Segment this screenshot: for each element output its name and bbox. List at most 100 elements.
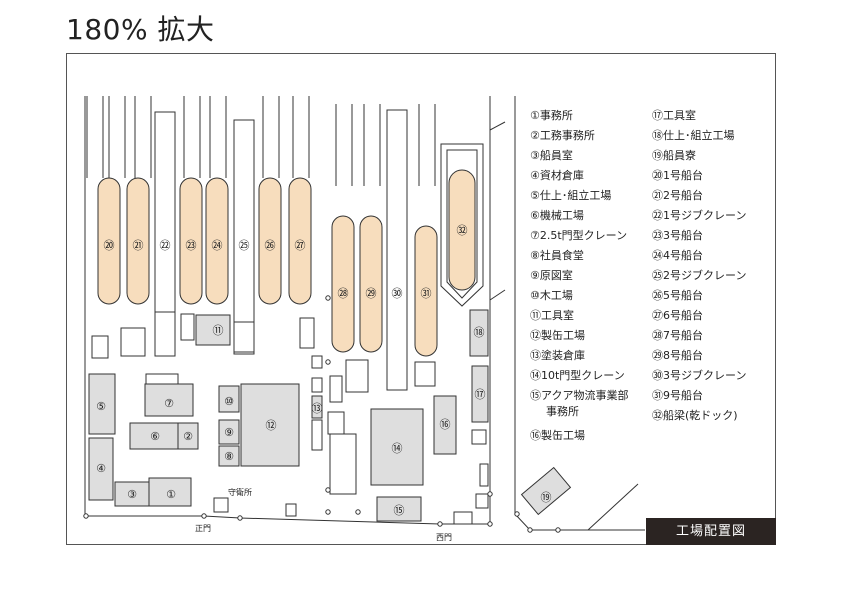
map-marker: ⑳ xyxy=(104,239,115,252)
post-dot xyxy=(555,527,561,533)
legend-item: ⑫製缶工場 xyxy=(530,329,585,342)
slipway-5 xyxy=(258,177,282,305)
legend-item: ②工務事務所 xyxy=(530,129,595,142)
post-dot xyxy=(325,359,331,365)
map-marker: ⑯ xyxy=(440,418,451,431)
building-14 xyxy=(370,408,424,486)
building-16 xyxy=(433,395,457,455)
map-marker: ㉙ xyxy=(366,287,377,300)
map-marker: ⑩ xyxy=(224,395,234,408)
main-gate-label: 正門 xyxy=(195,524,211,533)
legend-item: ⑦2.5t門型クレーン xyxy=(530,229,628,242)
map-marker: ㉘ xyxy=(338,287,349,300)
slipway-8 xyxy=(359,215,383,353)
post-dot xyxy=(325,487,331,493)
map-marker: ⑨ xyxy=(224,426,234,439)
post-dot xyxy=(487,521,493,527)
map-marker: ⑫ xyxy=(266,419,277,432)
map-marker: ① xyxy=(166,488,176,501)
legend-item: ⑭10t門型クレーン xyxy=(530,369,625,382)
map-marker: ㉔ xyxy=(212,239,223,252)
post-dot xyxy=(237,515,243,521)
legend-item: ⑥機械工場 xyxy=(530,209,584,222)
small-structure xyxy=(180,313,195,341)
post-dot xyxy=(201,513,207,519)
building-18 xyxy=(469,309,489,357)
dry-dock-ship xyxy=(448,169,476,291)
map-frame xyxy=(66,53,776,545)
crane-rails xyxy=(86,96,436,186)
legend-item: ㉜船梁(乾ドック) xyxy=(652,409,738,422)
map-marker: ④ xyxy=(96,462,106,475)
map-marker: ⑤ xyxy=(96,400,106,413)
small-structure xyxy=(145,373,179,385)
legend-item: ⑪工具室 xyxy=(530,309,574,322)
map-marker: ⑪ xyxy=(213,324,224,337)
small-structure xyxy=(453,511,473,525)
small-structure xyxy=(414,361,436,387)
small-structure xyxy=(479,463,489,487)
pier-line xyxy=(489,289,506,301)
small-structure xyxy=(91,335,109,359)
small-structure xyxy=(285,503,297,517)
post-dot xyxy=(514,511,520,517)
building-7 xyxy=(144,383,194,417)
post-dot xyxy=(527,527,533,533)
slipway-7 xyxy=(331,215,355,353)
post-dot xyxy=(325,295,331,301)
legend-item: ⑩木工場 xyxy=(530,289,573,302)
slipway-1 xyxy=(97,177,121,305)
map-marker: ⑭ xyxy=(392,442,403,455)
building-9 xyxy=(218,419,240,445)
slipway-2 xyxy=(126,177,150,305)
legend-item: ㉑2号船台 xyxy=(652,189,703,202)
legend-item: ㉘7号船台 xyxy=(652,329,703,342)
building-8 xyxy=(218,445,240,467)
legend-item: ③船員室 xyxy=(530,149,573,162)
map-marker: ㉒ xyxy=(160,239,171,252)
pier-line xyxy=(587,483,639,531)
small-structure xyxy=(120,327,146,357)
legend-item: ⑮アクア物流事業部 xyxy=(530,389,629,402)
building-1 xyxy=(148,477,192,507)
map-marker: ㉚ xyxy=(392,287,403,300)
post-dot xyxy=(83,513,89,519)
building-4 xyxy=(88,437,114,501)
post-dot xyxy=(437,521,443,527)
small-structure xyxy=(311,355,323,369)
slipway-6 xyxy=(288,177,312,305)
slipway-4 xyxy=(205,177,229,305)
building-5 xyxy=(88,373,116,435)
legend-item: ⑲船員寮 xyxy=(652,149,696,162)
legend-item: ①事務所 xyxy=(530,109,573,122)
building-15 xyxy=(376,496,422,522)
map-marker: ㉕ xyxy=(239,239,250,252)
legend-item: ⑨原図室 xyxy=(530,269,573,282)
legend-item: ④資材倉庫 xyxy=(530,169,584,182)
building-12 xyxy=(240,383,300,467)
pier-line xyxy=(514,513,645,531)
map-marker: ⑮ xyxy=(394,504,405,517)
legend-item: ㉚3号ジブクレーン xyxy=(652,369,747,382)
legend-item: ㉛9号船台 xyxy=(652,389,703,402)
legend-item: 事務所 xyxy=(546,405,579,418)
map-marker: ⑥ xyxy=(150,430,160,443)
post-dot xyxy=(355,509,361,515)
map-marker: ⑱ xyxy=(474,326,485,339)
small-structure xyxy=(233,321,255,353)
legend-item: ⑳1号船台 xyxy=(652,169,703,182)
small-structure xyxy=(311,419,323,451)
building-6 xyxy=(129,422,179,450)
small-structure xyxy=(345,359,369,393)
map-marker: ⑬ xyxy=(312,402,323,415)
building-13 xyxy=(311,395,323,419)
page-title: 180% 拡大 xyxy=(66,13,215,46)
legend-item: ㉔4号船台 xyxy=(652,249,703,262)
map-marker: ③ xyxy=(127,488,137,501)
post-markers xyxy=(83,295,561,533)
small-structure xyxy=(329,433,357,495)
post-dot xyxy=(487,491,493,497)
